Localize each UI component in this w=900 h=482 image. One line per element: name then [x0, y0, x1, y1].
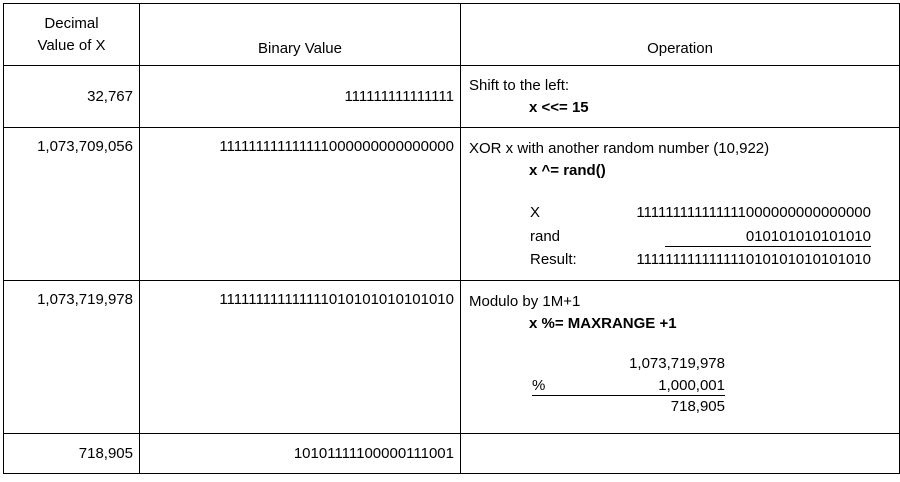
modulo-calculation: 1,073,719,978 % 1,000,001 718,905	[469, 335, 899, 431]
modulo-sum-line	[532, 395, 725, 396]
header-operation: Operation	[460, 3, 900, 66]
xor-x-label: X	[530, 204, 541, 221]
header-row: Decimal Value of X Binary Value Operatio…	[3, 3, 900, 66]
binary-cell: 10101111100000111001	[139, 433, 461, 474]
decimal-cell: 32,767	[3, 65, 140, 128]
decimal-cell: 1,073,709,056	[3, 127, 140, 281]
binary-cell: 111111111111111010101010101010	[139, 280, 461, 434]
table-row: 718,905 10101111100000111001	[3, 433, 900, 474]
header-decimal-line1: Decimal	[44, 14, 99, 32]
xor-calculation: X 111111111111111000000000000000 rand 01…	[469, 182, 899, 278]
xor-rand-label: rand	[530, 228, 561, 245]
header-decimal-line2: Value of X	[37, 36, 106, 54]
modulo-symbol: %	[532, 377, 546, 394]
header-decimal: Decimal Value of X	[3, 3, 140, 66]
table-row: 32,767 111111111111111 Shift to the left…	[3, 65, 900, 128]
table-row: 1,073,719,978 11111111111111101010101010…	[3, 280, 900, 434]
operation-code: x <<= 15	[529, 98, 589, 116]
operation-title: Modulo by 1M+1	[469, 293, 581, 310]
operation-code: x ^= rand()	[529, 162, 606, 179]
operation-title: XOR x with another random number (10,922…	[469, 140, 770, 157]
binary-operations-table: Decimal Value of X Binary Value Operatio…	[3, 3, 900, 474]
xor-rand-value: 010101010101010	[745, 228, 871, 245]
modulo-dividend: 1,073,719,978	[629, 355, 725, 372]
xor-x-value: 111111111111111000000000000000	[636, 204, 871, 221]
decimal-cell: 718,905	[3, 433, 140, 474]
binary-cell: 111111111111111000000000000000	[139, 127, 461, 281]
operation-cell: XOR x with another random number (10,922…	[460, 127, 900, 281]
binary-operations-table-frame: Decimal Value of X Binary Value Operatio…	[3, 3, 900, 478]
header-binary: Binary Value	[139, 3, 461, 66]
modulo-divisor: 1,000,001	[658, 377, 725, 394]
operation-code: x %= MAXRANGE +1	[529, 315, 677, 332]
decimal-cell: 1,073,719,978	[3, 280, 140, 434]
operation-cell: Shift to the left: x <<= 15	[460, 65, 900, 128]
operation-title: Shift to the left:	[469, 76, 570, 94]
binary-cell: 111111111111111	[139, 65, 461, 128]
xor-result-label: Result:	[530, 251, 577, 268]
operation-cell	[460, 433, 900, 474]
xor-sum-line	[665, 246, 871, 247]
xor-result-value: 111111111111111010101010101010	[636, 251, 871, 268]
table-row: 1,073,709,056 11111111111111100000000000…	[3, 127, 900, 281]
operation-cell: Modulo by 1M+1 x %= MAXRANGE +1 1,073,71…	[460, 280, 900, 434]
modulo-result: 718,905	[670, 398, 725, 415]
